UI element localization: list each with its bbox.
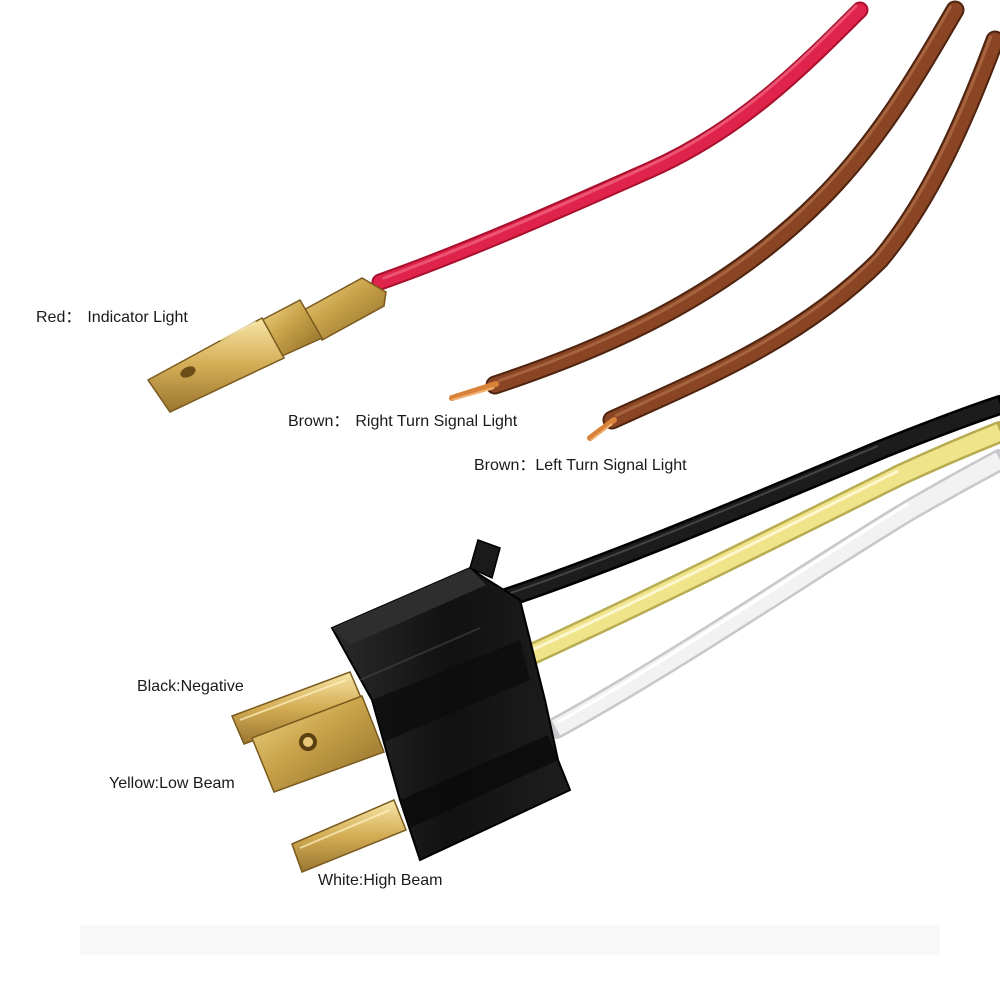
white-high-beam-terminal	[291, 799, 407, 873]
label-red-indicator-light: Red： Indicator Light	[36, 310, 188, 326]
red-wire	[371, 1, 869, 291]
label-black-negative: Black:Negative	[137, 678, 244, 695]
label-brown-left-turn: Brown：Left Turn Signal Light	[474, 458, 687, 474]
brown-wire-left	[587, 30, 1000, 441]
white-wire	[545, 449, 1000, 739]
yellow-wire	[519, 421, 1000, 666]
h4-connector-body	[330, 539, 572, 862]
label-brown-left-function: Left Turn Signal Light	[535, 457, 687, 474]
label-brown-right-function: Right Turn Signal Light	[355, 413, 518, 430]
label-brown-right-color: Brown：	[288, 413, 350, 430]
label-brown-left-color: Brown：	[474, 457, 536, 474]
label-red-color: Red：	[36, 309, 82, 326]
red-spade-terminal	[146, 277, 387, 413]
black-wire	[490, 395, 1000, 610]
label-white-high-beam: White:High Beam	[318, 872, 443, 889]
reflection	[80, 925, 940, 955]
label-red-function: Indicator Light	[87, 309, 188, 326]
label-brown-right-turn: Brown： Right Turn Signal Light	[288, 414, 517, 430]
label-yellow-low-beam: Yellow:Low Beam	[109, 775, 235, 792]
brown-wire-right	[449, 0, 965, 401]
yellow-low-beam-terminal	[251, 695, 385, 793]
